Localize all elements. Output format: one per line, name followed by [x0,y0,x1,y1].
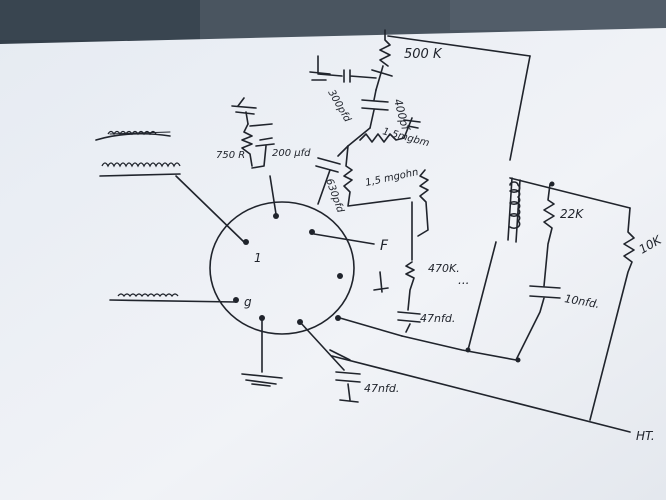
wire-pot-down [375,65,384,91]
pot-wiper [371,69,393,77]
resistor-470k [417,169,429,237]
wire-cathode-pin [269,175,277,215]
pin-dots [233,181,555,363]
fabric-shadow-left [0,0,200,45]
pin-dot-cathode [273,213,279,219]
resistor-1-5meg-b [343,145,411,207]
pin-dot-plate-2 [335,315,341,321]
wire-pin-g [109,299,237,303]
wire-top [387,35,531,57]
wire-pin-f [313,233,375,245]
grid-lead-scribble [117,293,179,298]
wire-pin-1 [175,175,245,243]
ground-right [373,271,389,293]
cap-300pf [317,69,377,83]
label-continuation: ... [458,273,469,287]
transformer-coil [509,181,521,230]
label-22k: 22K [560,207,584,221]
cap-630pf [315,145,349,205]
pin-dot-bottom [259,315,265,321]
resistor-22k [543,183,555,287]
resistor-470k-lower [405,201,415,311]
cap-47nf-a [397,311,421,333]
resistor-10k [589,207,635,421]
pin-dot-g [233,297,239,303]
label-47nfd-a: 47nfd. [420,312,455,325]
cap-47nf-b [299,321,361,403]
label-200ufd: 200 µfd [272,148,311,159]
ground-mid [403,117,421,139]
ground-cathode [231,97,257,125]
cap-400pf [361,89,389,129]
pin-dot-right [337,273,343,279]
wire-right-drop [509,55,531,161]
pin-dot-f [309,229,315,235]
wire-ht-stub [329,349,351,361]
schematic-lines [95,29,635,433]
label-10nfd: 10nfd. [563,292,600,311]
cap-200uf [249,123,275,169]
underline-heater [99,173,181,177]
pin-dot-1 [243,239,249,245]
label-500k: 500 K [404,47,443,62]
label-pin-g: g [244,295,252,309]
ground-top [309,55,331,81]
ground-bottom [241,317,283,387]
pin-dot-plate [297,319,303,325]
label-470k: 470K. [428,262,460,275]
label-pin-1: 1 [254,251,262,265]
struck-scribble [107,130,157,136]
wire-ht [331,355,631,433]
wire-transformer-low [467,241,497,351]
label-pin-f: F [380,238,389,254]
junction-22k [549,181,555,187]
wire-plate [339,317,403,337]
resistor-500k [379,29,391,67]
wire-bus [401,335,517,361]
cap-10nf [515,285,561,361]
wire-b-plus [509,177,631,209]
resistor-1-5meg-a [347,127,405,147]
label-ht: HT. [636,429,655,443]
fabric-shadow-right [450,0,666,30]
label-750r: 750 R [216,150,245,161]
label-47nfd-b: 47nfd. [364,382,399,395]
paper-sheet [0,28,666,500]
tube-envelope [209,201,355,335]
resistor-750r [241,123,253,167]
heater-coil-scribble [101,162,181,168]
scribble-marks [101,130,181,298]
junction-bus-2 [515,357,521,363]
junction-bus [465,347,471,353]
